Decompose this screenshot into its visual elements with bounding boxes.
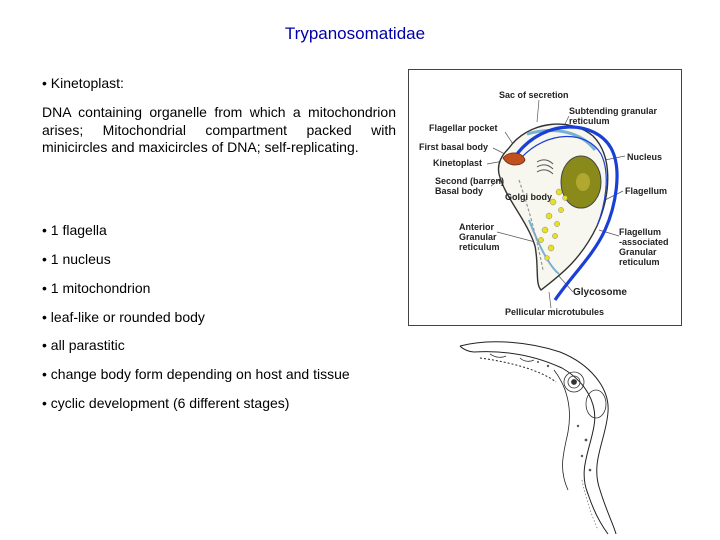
- bullet-cyclic-development: • cyclic development (6 different stages…: [42, 395, 290, 411]
- label-glycosome: Glycosome: [573, 287, 627, 298]
- bullet-mitochondrion: • 1 mitochondrion: [42, 280, 151, 296]
- granular-reticulum: [526, 129, 597, 151]
- kinetoplast-shape: [502, 152, 526, 166]
- bullet-flagella: • 1 flagella: [42, 222, 107, 238]
- bullet-nucleus: • 1 nucleus: [42, 251, 111, 267]
- bullet-body-form: • change body form depending on host and…: [42, 366, 350, 382]
- label-first-basal-body: First basal body: [419, 142, 489, 152]
- cell-illustration: [486, 99, 626, 309]
- label-anterior-reticulum: Anterior Granular reticulum: [459, 222, 500, 252]
- glycosomes: [538, 188, 568, 261]
- label-sac-of-secretion: Sac of secretion: [499, 90, 569, 100]
- golgi-shape: [536, 159, 554, 175]
- label-nucleus: Nucleus: [627, 152, 663, 162]
- bullet-parasitic: • all parastitic: [42, 337, 125, 353]
- flagellum: [515, 125, 619, 301]
- bullet-kinetoplast: • Kinetoplast:: [42, 75, 124, 91]
- cell-body: [497, 123, 609, 291]
- label-flagellar-pocket: Flagellar pocket: [429, 123, 498, 133]
- label-golgi-body: Golgi body: [505, 192, 552, 202]
- label-flagellum-associated-reticulum: Flagellum -associated Granular reticulum: [619, 227, 669, 267]
- label-second-basal-body: Second (barren) Basal body: [435, 176, 505, 196]
- trypanosome-diagram: Sac of secretion Subtending granular ret…: [408, 69, 682, 326]
- label-pellicular-microtubules: Pellicular microtubules: [505, 307, 605, 317]
- bullet-body-shape: • leaf-like or rounded body: [42, 309, 205, 325]
- page-title: Trypanosomatidae: [284, 24, 426, 43]
- label-subtending-reticulum: Subtending granular reticulum: [569, 106, 658, 126]
- label-flagellum: Flagellum: [625, 186, 668, 196]
- kinetoplast-description: DNA containing organelle from which a mi…: [42, 104, 396, 155]
- trypanosome-sketch: [459, 341, 617, 535]
- label-kinetoplast: Kinetoplast: [433, 158, 483, 168]
